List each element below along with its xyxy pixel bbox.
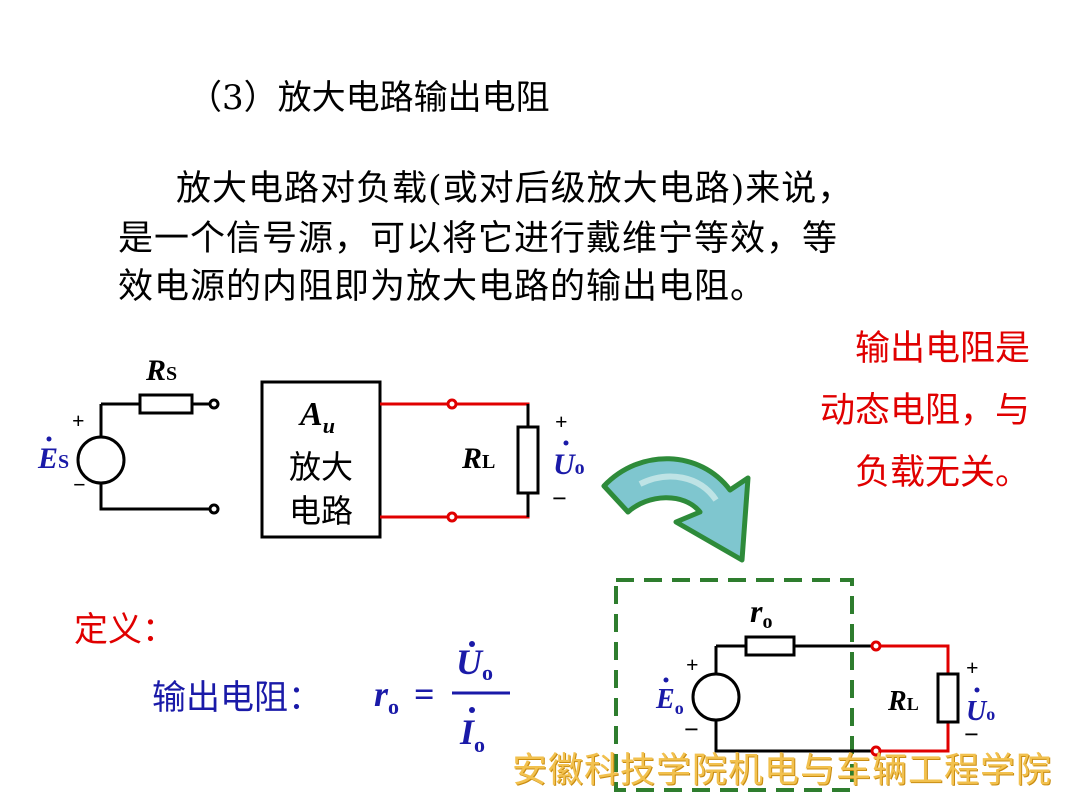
slide-heading: （3）放大电路输出电阻 (188, 78, 550, 118)
internal-resistor (744, 635, 796, 657)
source-resistor (138, 393, 194, 415)
source-voltage-label: ES (37, 442, 69, 475)
source-minus: − (73, 472, 86, 497)
voltage-source-symbol (76, 435, 126, 485)
formula-denominator: Io (459, 712, 485, 757)
eq-source-plus: + (686, 652, 699, 677)
formula-label: 输出电阻： (152, 678, 322, 718)
source-resistor-label: RS (145, 354, 177, 387)
gain-label: Au (298, 396, 335, 438)
amplifier-label-line-2: 电路 (289, 492, 353, 530)
load-resistor (516, 425, 540, 495)
definition-label: 定义： (74, 610, 176, 650)
dashed-box (614, 578, 854, 792)
output-plus: + (555, 409, 568, 434)
output-terminal-top (446, 398, 458, 410)
curved-arrow-icon (601, 456, 751, 563)
equivalent-circuit: ro + − Eo RL + − Uo (614, 578, 995, 792)
input-terminal-top (208, 398, 220, 410)
eq-load-label: RL (887, 686, 919, 717)
paragraph-line-2: 是一个信号源，可以将它进行戴维宁等效，等 (118, 219, 839, 259)
input-terminal-bottom (208, 503, 220, 515)
equivalent-source-label: Eo (655, 684, 684, 718)
source-plus: + (72, 408, 85, 433)
internal-resistor-label: ro (750, 593, 772, 633)
output-terminal-bottom (446, 511, 458, 523)
load-resistor-label: RL (461, 442, 495, 475)
source-circuit: RS + − ES (37, 354, 220, 515)
phasor-dot (46, 436, 52, 442)
note-line-2: 动态电阻，与 (819, 391, 1030, 431)
phasor-dot (663, 677, 669, 683)
eq-output-voltage-label: Uo (966, 696, 995, 727)
eq-output-minus: − (964, 720, 979, 749)
phasor-dot (469, 641, 475, 647)
amplifier-label-line-1: 放大 (289, 448, 353, 486)
phasor-dot (563, 440, 569, 446)
note-line-3: 负载无关。 (854, 453, 1030, 493)
output-minus: − (552, 484, 567, 513)
load-circuit: RL + − Uo (380, 398, 585, 523)
phasor-dot (469, 707, 475, 713)
eq-terminal-bottom (870, 745, 882, 757)
output-voltage-label: Uo (553, 448, 585, 481)
output-resistance-note: 输出电阻是 动态电阻，与 负载无关。 (776, 318, 1030, 504)
eq-load-resistor (936, 672, 960, 724)
output-resistance-formula: ro = Uo Io (374, 641, 510, 757)
amplifier-block: Au 放大 电路 (260, 380, 382, 539)
formula-numerator: Uo (456, 642, 493, 685)
formula-lhs: ro (374, 674, 399, 719)
paragraph-line-1: 放大电路对负载(或对后级放大电路)来说， (176, 169, 854, 209)
formula-equals: = (414, 674, 435, 714)
institution-watermark: 安徽科技学院机电与车辆工程学院 (512, 751, 1053, 791)
note-line-1: 输出电阻是 (854, 329, 1030, 369)
eq-source-minus: − (684, 715, 699, 744)
eq-output-plus: + (966, 655, 979, 680)
equivalent-source-symbol (691, 672, 741, 722)
phasor-dot (974, 687, 980, 693)
eq-terminal-top (870, 640, 882, 652)
paragraph-line-3: 效电源的内阻即为放大电路的输出电阻。 (118, 267, 767, 307)
